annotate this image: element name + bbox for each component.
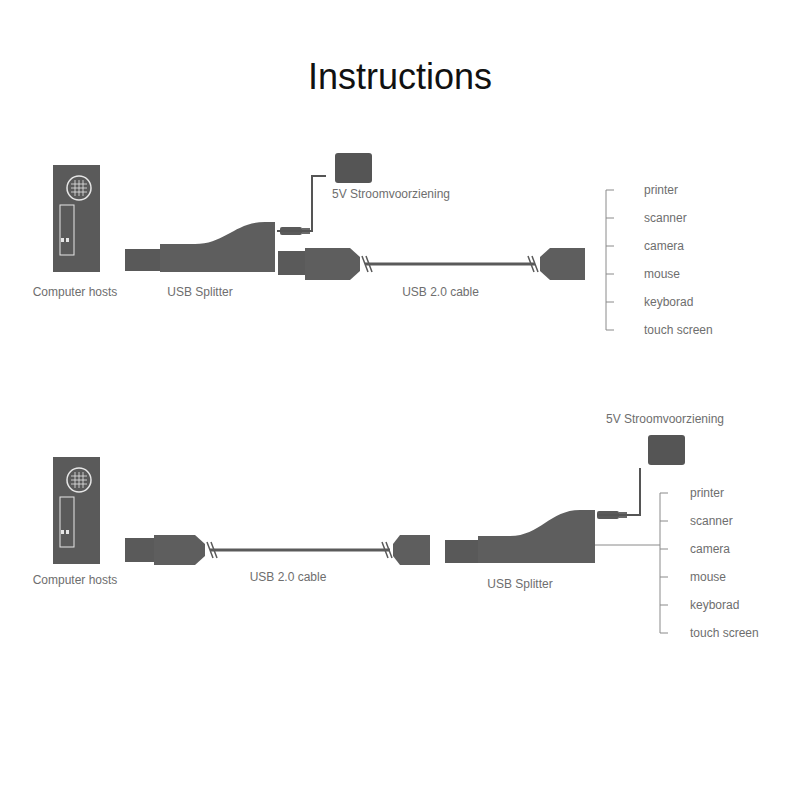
computer-tower-part [66, 530, 69, 534]
device-bracket [595, 190, 668, 633]
device-label: keyborad [688, 597, 741, 613]
cable-node: USB 2.0 cable [133, 528, 443, 585]
device-bracket-part [606, 190, 614, 330]
computer-tower-part [53, 457, 100, 564]
usb-cable-part [305, 248, 360, 280]
power-adapter-part [335, 153, 372, 183]
usb-splitter-part [478, 510, 595, 563]
computer-tower-part [60, 205, 74, 255]
usb-splitter-part [160, 222, 275, 272]
device-label: mouse [688, 569, 728, 585]
node-label: Computer hosts [22, 573, 128, 588]
device-label: touch screen [688, 625, 761, 641]
usb-cable-part [365, 263, 535, 266]
usb-cable-part [393, 535, 430, 565]
usb-cable-part [207, 542, 392, 558]
computer-node: Computer hosts [22, 163, 128, 300]
device-label: scanner [688, 513, 735, 529]
device-label: mouse [642, 266, 682, 282]
power-adapter [648, 435, 685, 465]
computer-tower-part [67, 468, 91, 492]
computer-tower-part [60, 497, 74, 547]
page-title: Instructions [0, 56, 800, 98]
node-label: 5V Stroomvoorziening [326, 187, 456, 202]
adapter-node: 5V Stroomvoorziening [326, 150, 456, 202]
power-wire [597, 468, 640, 515]
computer-tower-part [71, 180, 87, 196]
usb-cable-part [278, 251, 306, 275]
device-label: touch screen [642, 322, 715, 338]
node-label: USB Splitter [123, 285, 277, 300]
usb-cable [278, 248, 585, 280]
power-adapter [335, 153, 372, 183]
device-label: keyborad [642, 294, 695, 310]
power-wire [277, 176, 326, 231]
usb-splitter [125, 222, 275, 272]
usb-cable-part [210, 549, 390, 552]
adapter-node: 5V Stroomvoorziening [600, 412, 730, 468]
usb-splitter-part [125, 249, 161, 271]
splitter-node: USB Splitter [123, 220, 277, 300]
device-label: printer [688, 485, 726, 501]
device-label: scanner [642, 210, 689, 226]
computer-tower [53, 457, 100, 564]
node-label: USB Splitter [443, 577, 597, 592]
computer-tower-part [61, 530, 64, 534]
power-adapter-part [648, 435, 685, 465]
splitter-node: USB Splitter [443, 505, 597, 592]
computer-tower-part [53, 165, 100, 272]
usb-cable [125, 535, 430, 565]
computer-tower-part [61, 238, 64, 242]
node-label: USB 2.0 cable [133, 570, 443, 585]
device-label: camera [642, 238, 686, 254]
device-label: printer [642, 182, 680, 198]
computer-tower-part [67, 176, 91, 200]
usb-splitter [445, 510, 595, 563]
usb-cable-part [154, 535, 205, 565]
usb-cable-part [362, 256, 538, 272]
node-label: Computer hosts [22, 285, 128, 300]
usb-cable-part [125, 538, 155, 562]
usb-splitter-part [445, 540, 479, 563]
computer-tower [53, 165, 100, 272]
computer-tower-part [71, 472, 87, 488]
node-label: USB 2.0 cable [288, 285, 593, 300]
cable-node: USB 2.0 cable [288, 244, 593, 300]
device-label: camera [688, 541, 732, 557]
computer-tower-part [66, 238, 69, 242]
node-label: 5V Stroomvoorziening [600, 412, 730, 427]
usb-cable-part [540, 248, 585, 280]
computer-node: Computer hosts [22, 455, 128, 588]
